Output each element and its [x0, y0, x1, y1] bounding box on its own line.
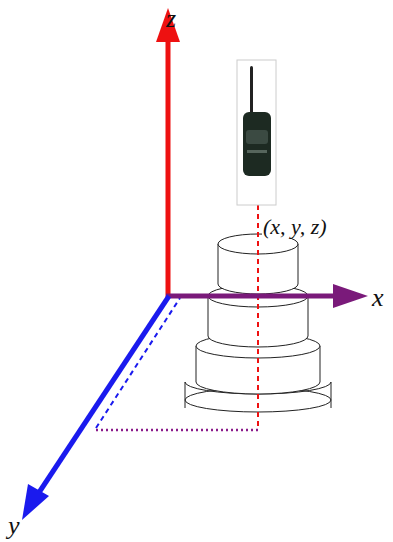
axis-label: z [166, 6, 176, 32]
x-arrowhead [333, 284, 368, 308]
axis-label: x [372, 285, 384, 311]
y-axis [38, 296, 169, 494]
z-axis [166, 40, 171, 297]
x-axis [166, 294, 335, 299]
y-arrowhead [22, 484, 49, 520]
axis-label: y [8, 513, 20, 539]
y-projection [96, 298, 180, 428]
point-label: (x, y, z) [262, 216, 328, 238]
wireless-device [237, 60, 276, 205]
x-projection [96, 429, 258, 432]
drop-line [257, 205, 259, 430]
